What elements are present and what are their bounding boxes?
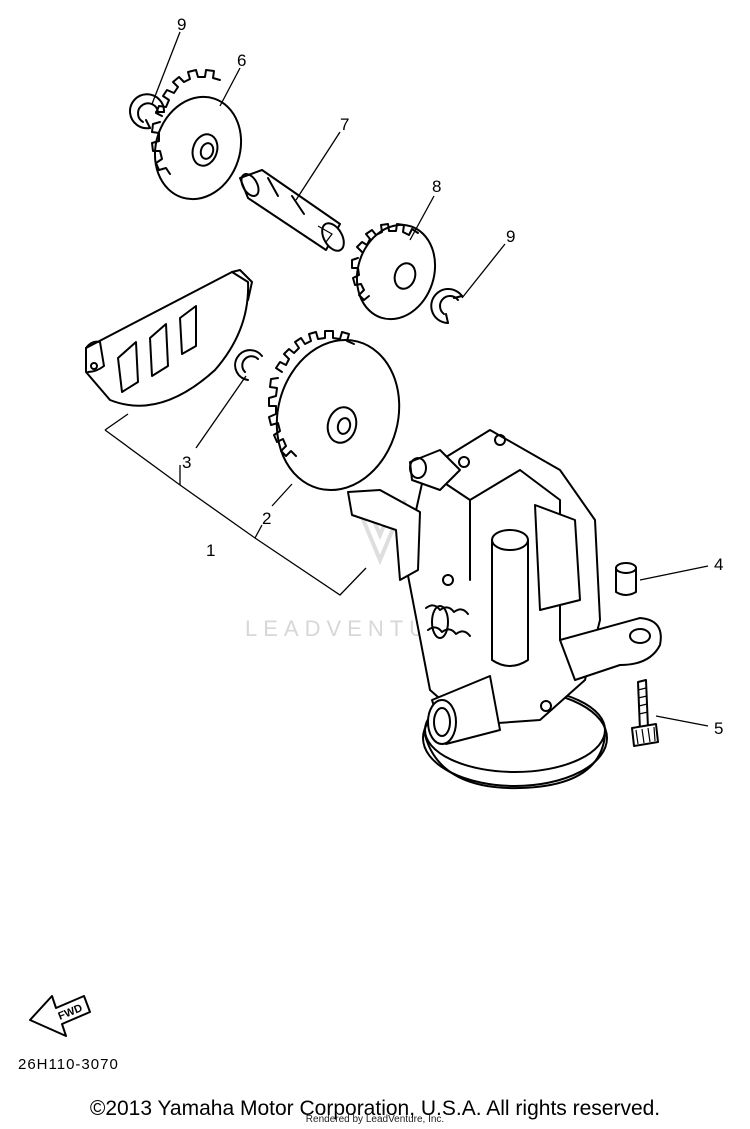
callout-9-top: 9 (177, 15, 186, 34)
callout-9-right: 9 (506, 227, 515, 246)
callout-2: 2 (262, 509, 271, 528)
circlip-right (430, 288, 463, 324)
copyright-notice: ©2013 Yamaha Motor Corporation, U.S.A. A… (89, 1097, 661, 1120)
callout-4: 4 (714, 555, 723, 574)
callout-3: 3 (182, 453, 191, 472)
callout-1: 1 (206, 541, 215, 560)
circlip-part-3 (234, 349, 263, 381)
rendered-by-credit: Rendered by LeadVenture, Inc. (305, 1114, 445, 1125)
callout-labels: 9 6 7 8 9 3 2 1 4 5 (177, 15, 723, 738)
gear-part-6 (151, 69, 243, 201)
callout-7: 7 (340, 115, 349, 134)
callout-5: 5 (714, 719, 723, 738)
bolt-part-5 (631, 679, 659, 747)
callout-6: 6 (237, 51, 246, 70)
gear-part-2 (268, 330, 401, 492)
callout-8: 8 (432, 177, 441, 196)
leader-lines (104, 31, 709, 727)
gear-part-8 (351, 223, 437, 321)
oil-pump-body (347, 429, 662, 790)
dowel-part-4 (615, 562, 637, 596)
shaft-part-7 (239, 169, 345, 252)
part-number: 26H110-3070 (18, 1056, 119, 1073)
fwd-arrow-icon: FWD (29, 995, 91, 1037)
cover-plate (85, 269, 253, 407)
